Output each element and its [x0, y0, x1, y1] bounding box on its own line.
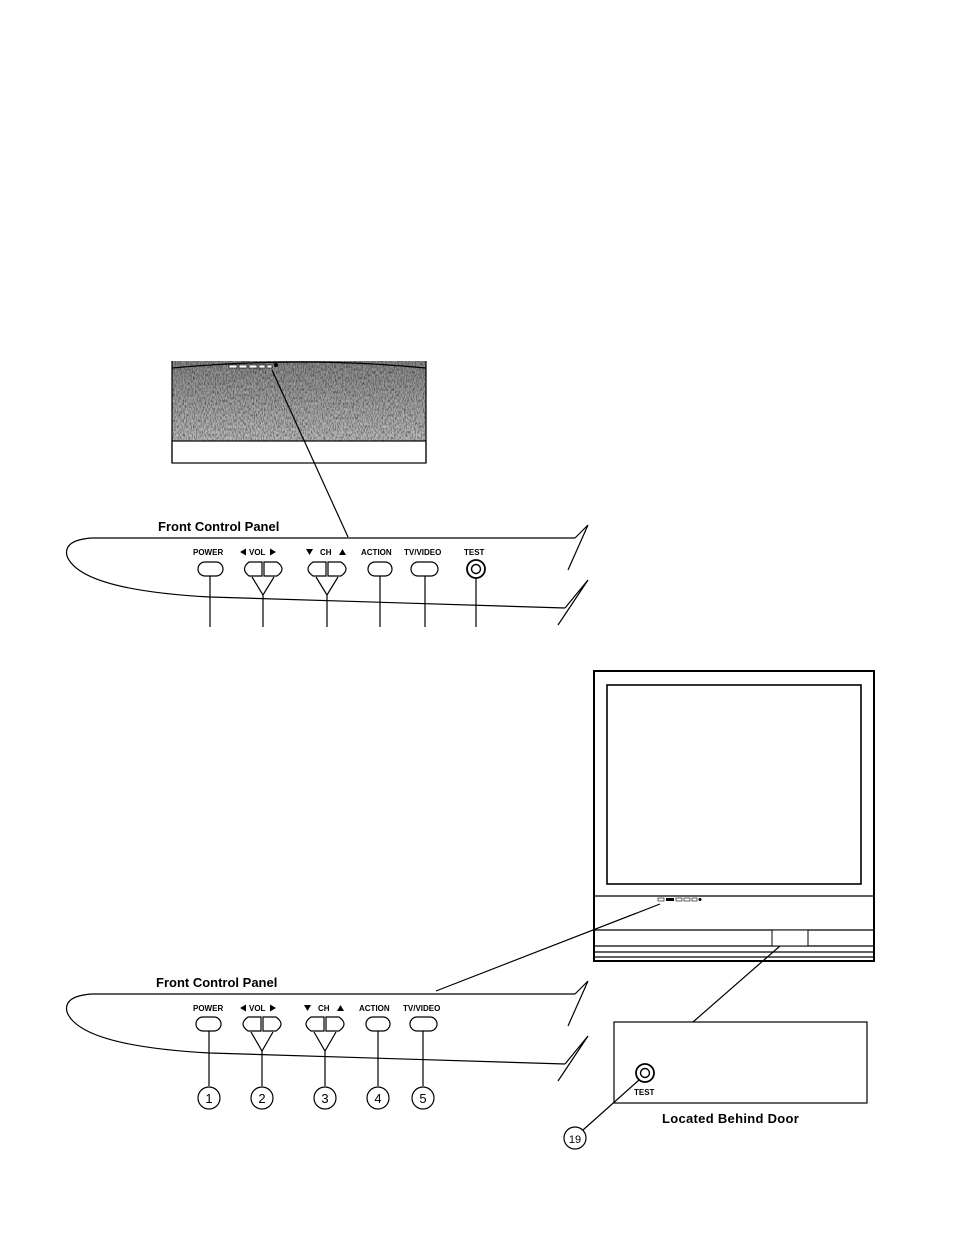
- callout-19: 19: [569, 1134, 581, 1146]
- bottom-power-button[interactable]: [196, 1017, 221, 1031]
- top-power-group: POWER: [193, 548, 223, 627]
- callout-4: 4: [374, 1091, 381, 1106]
- top-vol-group: VOL: [240, 548, 282, 627]
- door-test-label: TEST: [634, 1088, 655, 1097]
- bottom-power-label: POWER: [193, 1004, 223, 1013]
- top-ch-label: CH: [320, 548, 332, 557]
- bottom-ch-up-button[interactable]: [326, 1017, 344, 1031]
- bottom-tvvideo-label: TV/VIDEO: [403, 1004, 440, 1013]
- top-ch-up-button[interactable]: [328, 562, 346, 576]
- top-power-button[interactable]: [198, 562, 223, 576]
- top-tvvideo-button[interactable]: [411, 562, 438, 576]
- vol-right-icon: [270, 1005, 276, 1012]
- ch-up-icon: [339, 549, 346, 555]
- top-ch-down-button[interactable]: [308, 562, 326, 576]
- top-action-label: ACTION: [361, 548, 392, 557]
- top-vol-label: VOL: [249, 548, 266, 557]
- door-caption: Located Behind Door: [662, 1111, 799, 1126]
- top-ch-group: CH: [306, 548, 346, 627]
- tv-screen: [607, 685, 861, 884]
- bottom-action-group: ACTION 4: [359, 1004, 390, 1109]
- tv-bezel-closeup: [172, 361, 426, 463]
- top-panel-title: Front Control Panel: [158, 519, 279, 534]
- tv-set: [594, 671, 874, 961]
- top-action-button[interactable]: [368, 562, 392, 576]
- top-vol-down-button[interactable]: [245, 562, 263, 576]
- bottom-power-group: POWER 1: [193, 1004, 223, 1109]
- top-power-label: POWER: [193, 548, 223, 557]
- callout-3: 3: [321, 1091, 328, 1106]
- bottom-tvvideo-button[interactable]: [410, 1017, 437, 1031]
- callout-2: 2: [258, 1091, 265, 1106]
- callout-1: 1: [205, 1091, 212, 1106]
- vol-left-icon: [240, 549, 246, 556]
- bottom-vol-label: VOL: [249, 1004, 266, 1013]
- bottom-tvvideo-group: TV/VIDEO 5: [403, 1004, 440, 1109]
- tv-door[interactable]: [772, 930, 808, 946]
- top-tvvideo-label: TV/VIDEO: [404, 548, 441, 557]
- top-vol-up-button[interactable]: [264, 562, 282, 576]
- bottom-panel-title: Front Control Panel: [156, 975, 277, 990]
- vol-left-icon: [240, 1005, 246, 1012]
- top-test-label: TEST: [464, 548, 485, 557]
- bottom-ch-down-button[interactable]: [306, 1017, 324, 1031]
- top-test-group: TEST: [464, 548, 485, 627]
- callout-5: 5: [419, 1091, 426, 1106]
- bottom-action-label: ACTION: [359, 1004, 390, 1013]
- bottom-ch-label: CH: [318, 1004, 330, 1013]
- vol-right-icon: [270, 549, 276, 556]
- ch-down-icon: [306, 549, 313, 555]
- bottom-vol-group: VOL 2: [240, 1004, 281, 1109]
- bottom-vol-down-button[interactable]: [243, 1017, 261, 1031]
- bottom-vol-up-button[interactable]: [263, 1017, 281, 1031]
- ch-up-icon: [337, 1005, 344, 1011]
- top-action-group: ACTION: [361, 548, 392, 627]
- bottom-action-button[interactable]: [366, 1017, 390, 1031]
- ch-down-icon: [304, 1005, 311, 1011]
- door-inset: TEST Located Behind Door 19: [564, 1022, 867, 1149]
- top-tvvideo-group: TV/VIDEO: [404, 548, 441, 627]
